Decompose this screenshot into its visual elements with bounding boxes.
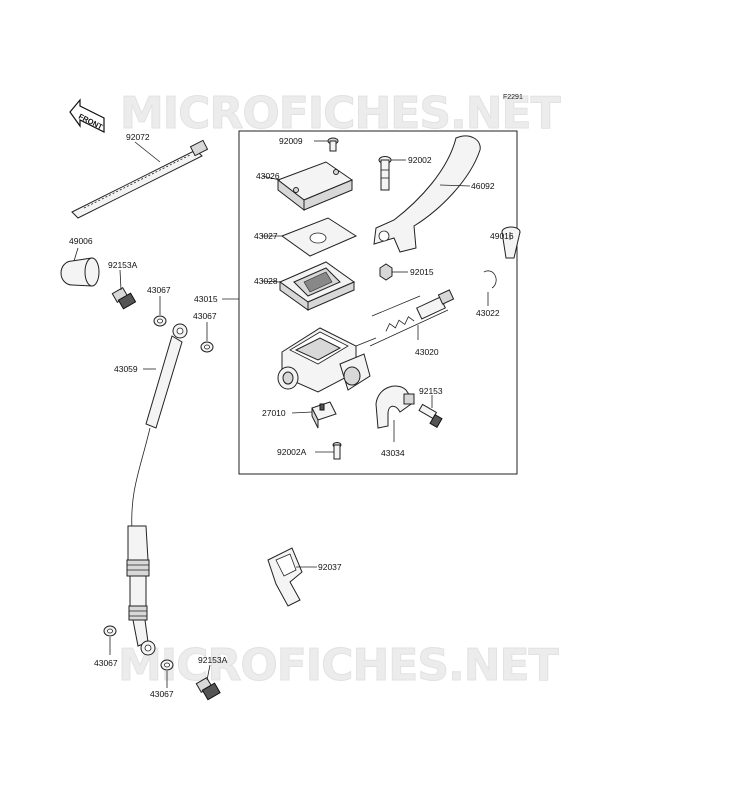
label-43027: 43027 [254,231,278,241]
pivot-bolt-part-92002 [378,156,406,191]
screw-part-92002a [315,442,342,460]
label-92002: 92002 [408,155,432,165]
diaphragm-part-43028 [261,261,356,311]
label-43067-a: 43067 [147,285,171,295]
label-49016: 49016 [490,231,514,241]
bolt-part-92153a-top [111,269,137,310]
screw-part-92009 [314,137,339,152]
nut-part-92015 [379,263,408,281]
piston-kit-part-43020 [369,289,455,347]
plate-part-43027 [262,217,358,257]
cable-tie-part [71,139,209,219]
dust-boot-part-49016 [501,226,521,259]
washer-part-43067-a [153,296,167,327]
brake-hose-part-43059 [126,323,188,656]
boot-part-49006 [60,247,100,287]
label-92153a-bottom: 92153A [198,655,228,665]
label-43015: 43015 [194,294,218,304]
label-43067-b: 43067 [193,311,217,321]
label-49006: 49006 [69,236,93,246]
circlip-part-43022 [483,270,497,306]
label-92153: 92153 [419,386,443,396]
label-92002a: 92002A [277,447,307,457]
clamp-part-92037 [267,547,317,607]
label-43022: 43022 [476,308,500,318]
washer-part-43067-b [200,322,214,353]
label-43028: 43028 [254,276,278,286]
brake-lever-part-46092 [373,135,481,253]
figure-id: F2291 [503,94,523,101]
washer-part-43067-d [160,659,174,688]
label-43034: 43034 [381,448,405,458]
label-92015: 92015 [410,267,434,277]
brake-switch-part-27010 [291,401,337,429]
bolt-part-92153 [418,395,443,429]
label-92072: 92072 [126,132,150,142]
label-92153a-top: 92153A [108,260,138,270]
label-43067-d: 43067 [150,689,174,699]
label-27010: 27010 [262,408,286,418]
label-43059: 43059 [114,364,138,374]
label-92037: 92037 [318,562,342,572]
watermark-top: MICROFICHES.NET [120,88,561,139]
label-92009: 92009 [279,136,303,146]
label-46092: 46092 [471,181,495,191]
label-43026: 43026 [256,171,280,181]
watermark-bottom: MICROFICHES.NET [118,640,559,691]
master-cylinder-assembly-box [238,130,518,475]
reservoir-cap-part-43026 [261,161,354,212]
master-cylinder-body [277,327,377,393]
label-43067-c: 43067 [94,658,118,668]
label-43020: 43020 [415,347,439,357]
bolt-part-92153a-bottom [195,664,221,701]
clamp-part-43034 [375,385,415,442]
washer-part-43067-c [103,625,117,655]
front-arrow-icon: FRONT [69,98,105,133]
